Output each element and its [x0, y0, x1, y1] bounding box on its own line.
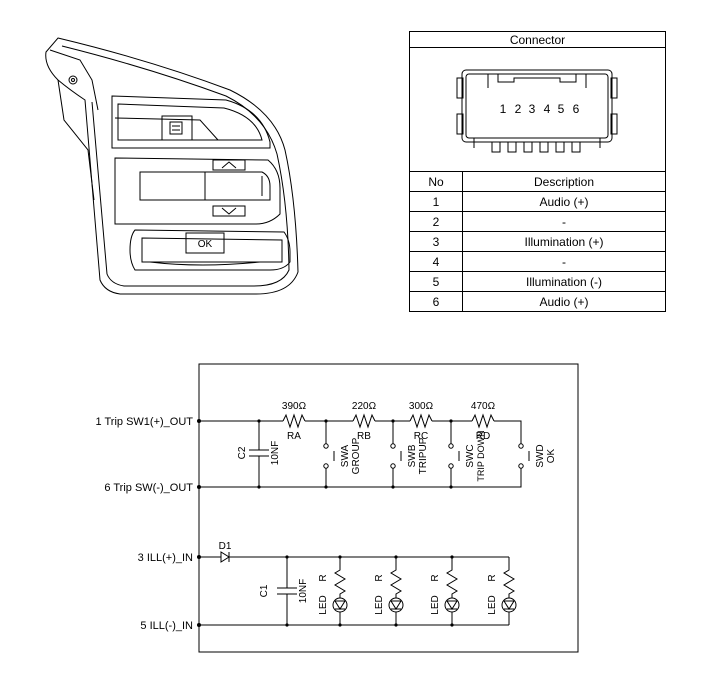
led-label: LED	[374, 595, 385, 614]
terminal-label-1: 1 Trip SW1(+)_OUT	[96, 416, 194, 428]
pin-number: 3	[529, 102, 536, 116]
pin-no: 6	[409, 291, 463, 312]
connector-picture: 1 2 3 4 5 6	[409, 47, 666, 172]
led-label: LED	[430, 595, 441, 614]
junction-dots	[197, 419, 454, 627]
resistor-value: 300Ω	[409, 401, 434, 412]
resistor-value: 390Ω	[282, 401, 307, 412]
table-row: 2 -	[409, 211, 666, 232]
led-label: LED	[487, 595, 498, 614]
table-row: 5 Illumination (-)	[409, 271, 666, 292]
pin-no: 1	[409, 191, 463, 212]
terminal-label-6: 6 Trip SW(-)_OUT	[104, 482, 193, 494]
connector-drawing: 1 2 3 4 5 6	[456, 69, 618, 153]
switch-name: SWD	[535, 444, 546, 467]
resistor-name: RA	[287, 431, 301, 442]
pin-description: -	[462, 211, 666, 232]
pin-description: Illumination (-)	[462, 271, 666, 292]
resistor-name: RB	[357, 431, 371, 442]
switch-name: SWA	[340, 444, 351, 467]
terminal-label-3: 3 ILL(+)_IN	[138, 552, 193, 564]
capacitor-c1-name: C1	[259, 584, 270, 597]
pin-number: 6	[573, 102, 580, 116]
pin-no: 3	[409, 231, 463, 252]
table-header-row: No Description	[409, 171, 666, 192]
pin-description: -	[462, 251, 666, 272]
steering-switch-illustration: OK	[45, 37, 299, 295]
pin-number: 5	[558, 102, 565, 116]
resistor-value: 470Ω	[471, 401, 496, 412]
pin-number: 2	[515, 102, 522, 116]
pin-no: 5	[409, 271, 463, 292]
switch-contacts	[323, 443, 524, 469]
table-row: 1 Audio (+)	[409, 191, 666, 212]
switch-name: SWB	[407, 444, 418, 467]
led-resistor-label: R	[374, 574, 385, 581]
led-resistor-label: R	[430, 574, 441, 581]
switch-name: SWC	[465, 444, 476, 467]
switch-function: OK	[546, 448, 557, 463]
capacitor-c2-value: 10NF	[270, 441, 281, 465]
led-resistor-label: R	[487, 574, 498, 581]
resistor-name: RC	[414, 431, 428, 442]
pin-number: 4	[544, 102, 551, 116]
resistor-name: RD	[476, 431, 490, 442]
table-row: 4 -	[409, 251, 666, 272]
schematic-wiring	[198, 363, 579, 653]
pin-description: Illumination (+)	[462, 231, 666, 252]
pin-description: Audio (+)	[462, 191, 666, 212]
capacitor-c1-value: 10NF	[298, 579, 309, 603]
pin-no: 4	[409, 251, 463, 272]
capacitor-c2-name: C2	[237, 446, 248, 459]
ok-button-label: OK	[198, 239, 213, 250]
table-row: 3 Illumination (+)	[409, 231, 666, 252]
table-row: 6 Audio (+)	[409, 291, 666, 312]
connector-table: Connector 1 2	[409, 31, 666, 312]
pin-no: 2	[409, 211, 463, 232]
header-no: No	[409, 171, 463, 192]
diode-label: D1	[219, 541, 232, 552]
resistor-value: 220Ω	[352, 401, 377, 412]
pin-description: Audio (+)	[462, 291, 666, 312]
led-resistor-label: R	[318, 574, 329, 581]
connector-title: Connector	[409, 31, 666, 48]
switch-function: TRIPUP	[418, 437, 429, 474]
switch-function: TRIP DOWN	[476, 430, 486, 481]
led-label: LED	[318, 595, 329, 614]
pin-number: 1	[500, 102, 507, 116]
switch-function: GROUP	[351, 437, 362, 474]
header-description: Description	[462, 171, 666, 192]
terminal-label-5: 5 ILL(-)_IN	[140, 620, 193, 632]
